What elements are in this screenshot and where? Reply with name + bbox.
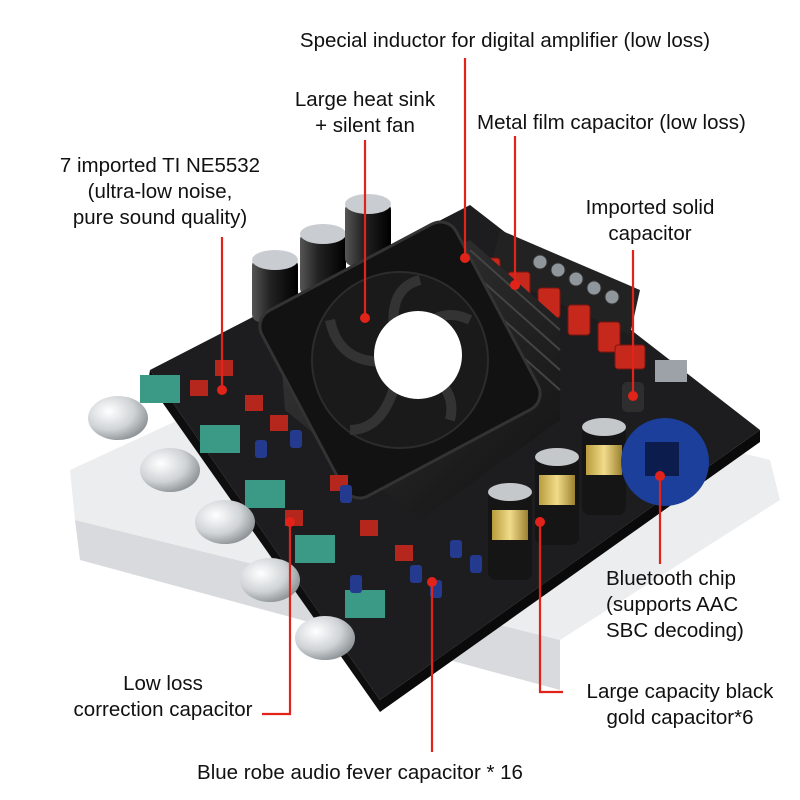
fan-hub xyxy=(374,311,462,399)
label-black-gold-line2: gold capacitor*6 xyxy=(606,706,754,729)
label-low-loss-line2: correction capacitor xyxy=(73,698,253,721)
label-bluetooth-line2: (supports AAC xyxy=(606,593,739,616)
label-metal-film-text: Metal film capacitor (low loss) xyxy=(477,111,746,134)
label-ne5532-line3: pure sound quality) xyxy=(72,206,248,229)
label-heatsink-line1: Large heat sink xyxy=(294,88,436,111)
label-ne5532-line1: 7 imported TI NE5532 xyxy=(59,154,261,177)
label-black-gold: Large capacity black gold capacitor*6 xyxy=(566,679,794,731)
label-black-gold-line1: Large capacity black xyxy=(586,680,774,703)
callout-dots xyxy=(217,253,665,587)
label-blue-robe: Blue robe audio fever capacitor * 16 xyxy=(160,760,560,786)
label-heatsink: Large heat sink + silent fan xyxy=(240,87,490,139)
blue-capacitors xyxy=(255,430,482,598)
usb-port xyxy=(655,360,687,382)
screw-terminal-block xyxy=(490,230,640,335)
label-ne5532: 7 imported TI NE5532 (ultra-low noise, p… xyxy=(10,153,310,231)
label-bluetooth-line1: Bluetooth chip xyxy=(606,567,736,590)
correction-capacitors xyxy=(190,360,413,561)
volume-knobs xyxy=(88,375,385,660)
label-heatsink-line2: + silent fan xyxy=(315,114,415,137)
label-ne5532-line2: (ultra-low noise, xyxy=(87,180,233,203)
label-solid-cap: Imported solid capacitor xyxy=(565,195,735,247)
bluetooth-module xyxy=(621,418,709,506)
label-bluetooth: Bluetooth chip (supports AAC SBC decodin… xyxy=(606,566,744,644)
label-inductor: Special inductor for digital amplifier (… xyxy=(250,28,760,54)
label-solid-cap-line1: Imported solid xyxy=(585,196,715,219)
label-metal-film: Metal film capacitor (low loss) xyxy=(477,110,746,136)
callout-lines xyxy=(220,58,662,752)
terminal-screws xyxy=(532,254,620,305)
label-solid-cap-line2: capacitor xyxy=(608,222,692,245)
label-low-loss: Low loss correction capacitor xyxy=(68,671,258,723)
label-blue-robe-text: Blue robe audio fever capacitor * 16 xyxy=(197,761,523,784)
label-bluetooth-line3: SBC decoding) xyxy=(606,619,744,642)
black-gold-capacitors xyxy=(488,418,626,580)
label-inductor-text: Special inductor for digital amplifier (… xyxy=(299,29,711,52)
label-low-loss-line1: Low loss xyxy=(123,672,203,695)
